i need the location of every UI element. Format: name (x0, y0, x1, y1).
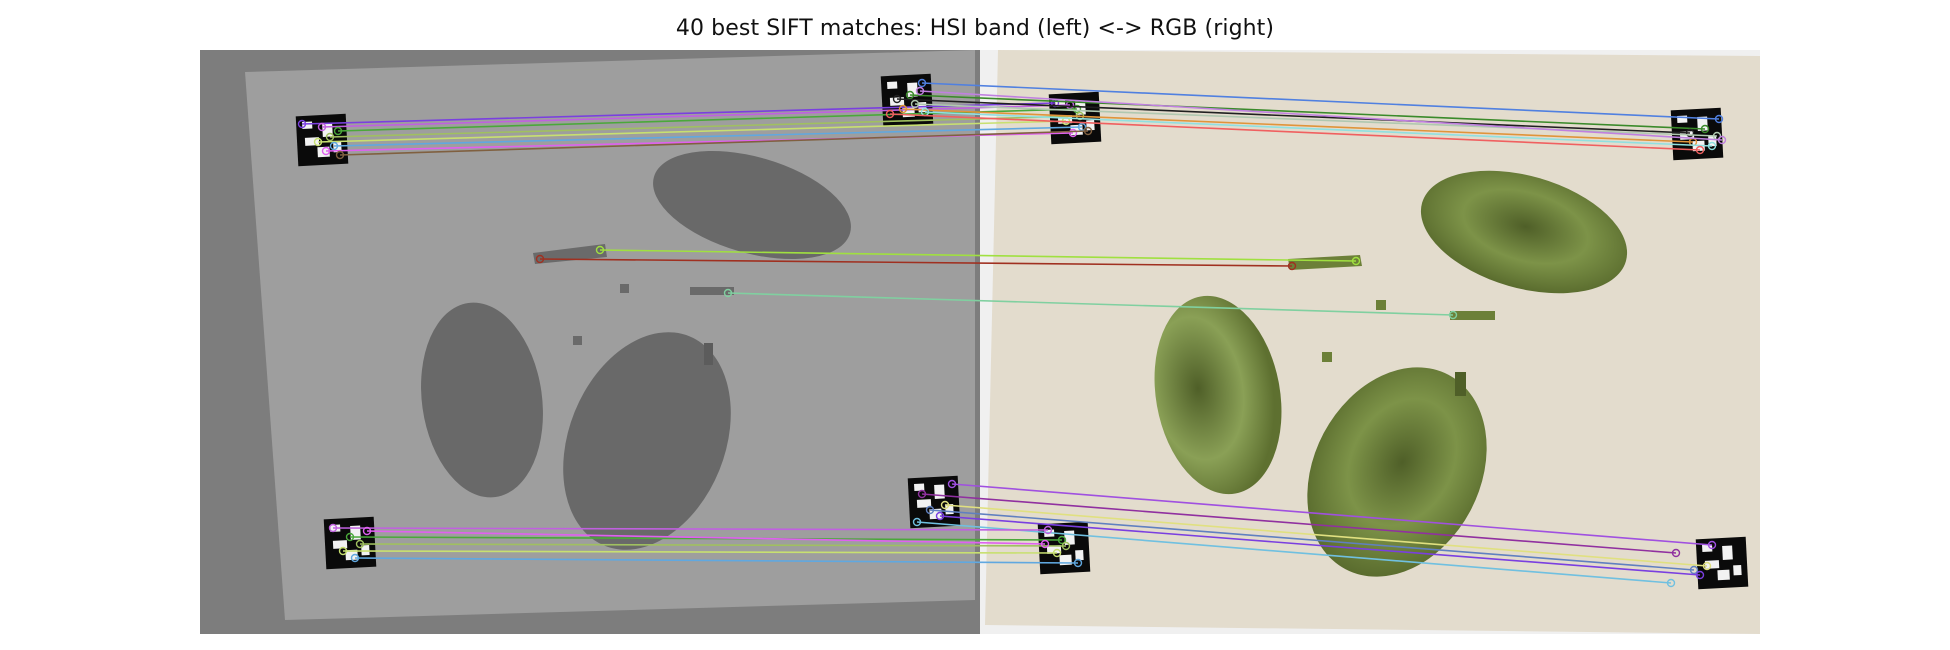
rgb-leaf-top (1420, 170, 1628, 294)
match-30 (350, 553, 1083, 568)
match-28 (355, 539, 1071, 551)
match-29 (338, 546, 1062, 558)
match-18 (595, 245, 1361, 266)
hsi-marker-bottom-middle (907, 475, 961, 529)
rgb-square-a (1376, 300, 1386, 310)
match-27 (345, 532, 1067, 545)
match-17 (535, 254, 1297, 271)
hsi-leaf-right (563, 332, 731, 550)
match-20 (947, 479, 1717, 550)
match-15 (885, 109, 1705, 155)
hsi-square-b (573, 336, 582, 345)
match-11 (892, 94, 1695, 138)
match-13 (898, 104, 1698, 147)
rgb-square-b (1322, 352, 1332, 362)
match-21 (917, 489, 1681, 558)
match-25 (935, 511, 1705, 580)
hsi-leaf-top (653, 150, 851, 260)
match-9 (917, 78, 1724, 124)
rgb-pieces (1450, 311, 1495, 320)
hsi-pieces (690, 287, 734, 295)
match-10 (905, 90, 1710, 134)
match-22 (940, 500, 1712, 571)
match-16 (915, 86, 1727, 145)
rgb-leaf-right (1307, 367, 1487, 577)
match-23 (925, 505, 1699, 575)
match-8 (335, 126, 1093, 160)
rgb-leaf-stem (1455, 372, 1466, 396)
rgb-leaf-left (1154, 295, 1282, 495)
match-lines (297, 78, 1727, 588)
match-19 (723, 288, 1458, 320)
rgb-stick (1288, 255, 1362, 270)
hsi-leaf-left (421, 302, 543, 498)
hsi-square-a (620, 284, 629, 293)
match-26 (328, 523, 1053, 535)
match-24 (912, 517, 1676, 588)
hsi-leaf-stem (704, 343, 713, 365)
match-31 (362, 526, 1050, 549)
rgb-image (980, 50, 1760, 634)
figure-title: 40 best SIFT matches: HSI band (left) <-… (675, 16, 1275, 41)
